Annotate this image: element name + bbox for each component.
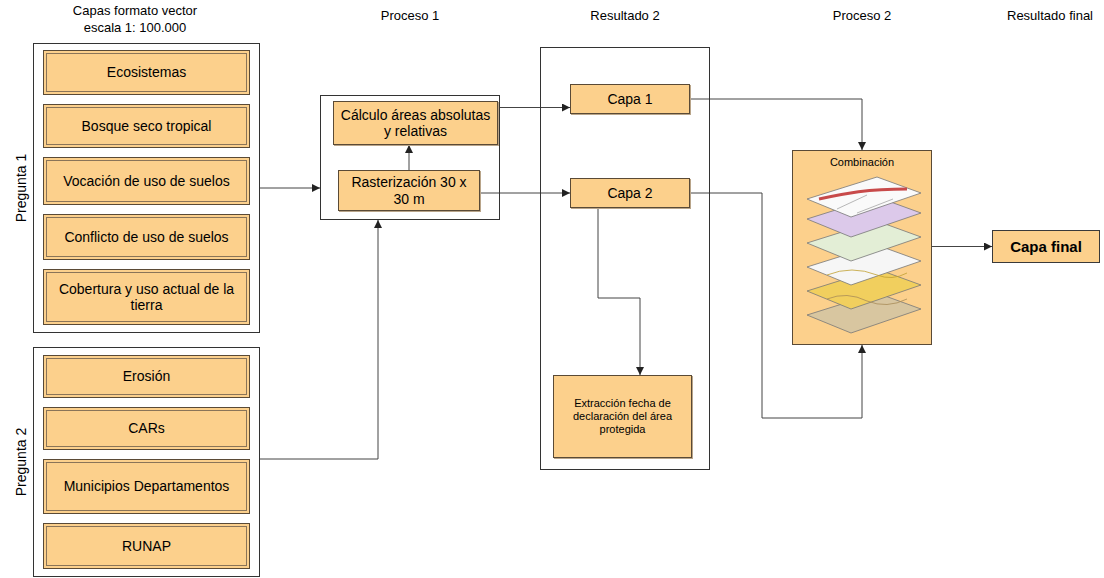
column-header: Resultado 2	[565, 8, 685, 25]
box-text: Cálculo áreas absolutas y relativas	[340, 107, 491, 139]
map-detail	[837, 195, 893, 213]
box-text: Capa final	[1010, 238, 1082, 255]
flow-arrow	[690, 99, 862, 150]
box-text: Capa 1	[607, 91, 652, 107]
combination-box: Combinación	[792, 150, 932, 345]
flow-arrow	[932, 246, 992, 247]
group-frame: EcosistemasBosque seco tropicalVocación …	[33, 43, 260, 333]
input-layer-box: RUNAP	[43, 523, 250, 569]
process-box: Cálculo áreas absolutas y relativas	[333, 101, 498, 145]
box-text: Bosque seco tropical	[82, 118, 212, 134]
input-layer-box: Municipios Departamentos	[43, 459, 250, 514]
group-frame: ErosiónCARsMunicipios DepartamentosRUNAP…	[33, 347, 260, 577]
input-layer-box: Erosión	[43, 355, 250, 398]
input-layer-box: Ecosistemas	[43, 50, 250, 95]
box-text: Vocación de uso de suelos	[63, 173, 230, 189]
input-layer-box: Bosque seco tropical	[43, 104, 250, 148]
map-layer	[807, 177, 921, 217]
box-text: Municipios Departamentos	[64, 478, 230, 494]
flow-arrow	[498, 107, 570, 108]
layer-stack-illustration	[797, 175, 929, 343]
input-layer-box: Conflicto de uso de suelos	[43, 214, 250, 260]
process-box: Rasterización 30 x 30 m	[338, 170, 480, 211]
box-text: Combinación	[793, 156, 931, 168]
box-text: Rasterización 30 x 30 m	[345, 174, 473, 206]
input-layer-box: Vocación de uso de suelos	[43, 157, 250, 205]
column-header: Proceso 2	[802, 8, 922, 25]
box-text: Capa 2	[607, 185, 652, 201]
flow-arrow	[409, 145, 410, 170]
column-header: Proceso 1	[350, 8, 470, 25]
result-frame: Capa 1 Capa 2 Extracción fecha de declarac…	[540, 47, 710, 470]
box-text: CARs	[128, 420, 165, 436]
box-text: Ecosistemas	[107, 64, 186, 80]
group-heading: Pregunta 1	[13, 154, 29, 223]
flow-arrow	[598, 208, 640, 375]
flow-arrow	[480, 193, 570, 194]
flow-arrow	[260, 220, 378, 459]
box-text: Erosión	[123, 368, 170, 384]
map-detail	[827, 270, 907, 278]
group-heading: Pregunta 2	[13, 428, 29, 497]
process-frame: Cálculo áreas absolutas y relativasRaste…	[320, 95, 500, 220]
flow-arrow	[260, 188, 320, 189]
result-box: Capa 1	[570, 84, 690, 114]
column-header: Resultado final	[997, 8, 1103, 25]
box-text: Cobertura y uso actual de la tierra	[50, 281, 243, 313]
extraction-box: Extracción fecha de declaración del área…	[553, 375, 692, 458]
road-line	[819, 189, 907, 199]
box-text: Extracción fecha de declaración del área…	[560, 397, 685, 437]
column-header: Capas formato vector escala 1: 100.000	[55, 3, 215, 37]
result-box: Capa 2	[570, 178, 690, 208]
final-layer-box: Capa final	[992, 230, 1100, 263]
map-detail	[827, 295, 907, 304]
box-text: Conflicto de uso de suelos	[64, 229, 228, 245]
input-layer-box: CARs	[43, 407, 250, 450]
input-layer-box: Cobertura y uso actual de la tierra	[43, 269, 250, 325]
box-text: RUNAP	[122, 538, 171, 554]
